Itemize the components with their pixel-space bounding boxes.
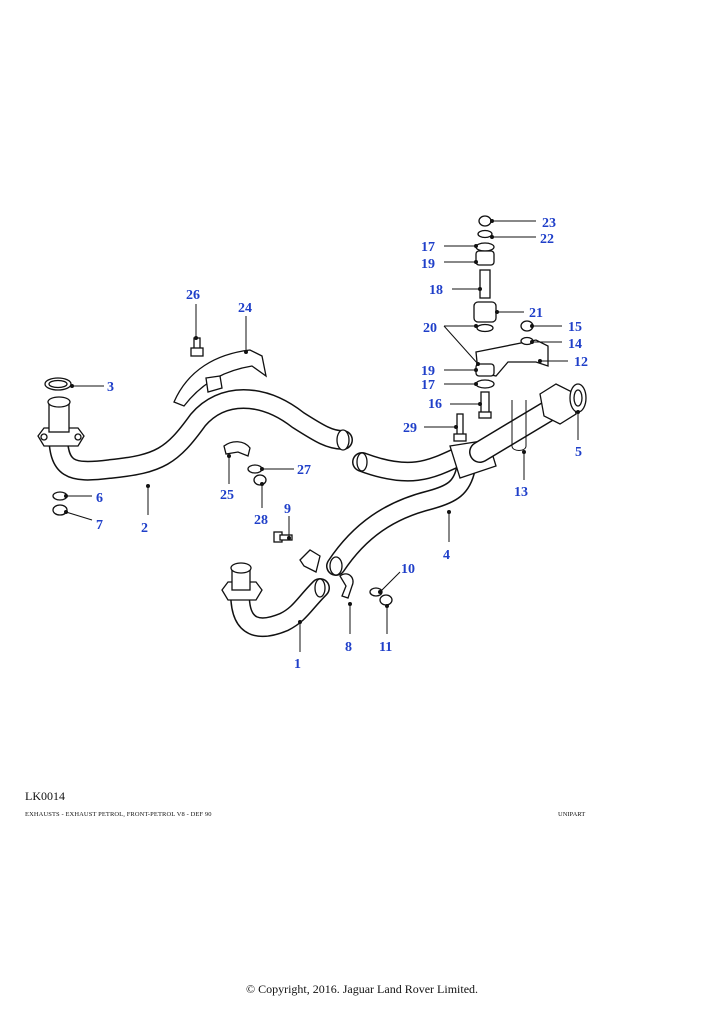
callout-26: 26 <box>186 288 200 303</box>
intermediate-pipe-4 <box>326 399 561 576</box>
callout-22: 22 <box>540 232 554 247</box>
nut-7 <box>52 504 68 516</box>
callout-24: 24 <box>238 301 252 316</box>
callout-17-bottom: 17 <box>421 378 435 393</box>
callout-14: 14 <box>568 337 582 352</box>
bracket-9 <box>273 531 321 573</box>
callout-28: 28 <box>254 513 268 528</box>
callout-9: 9 <box>284 502 291 517</box>
copyright-notice: © Copyright, 2016. Jaguar Land Rover Lim… <box>245 982 479 996</box>
callout-labels: 1 2 3 4 5 6 7 8 9 10 11 12 13 14 15 16 1… <box>96 216 588 672</box>
callout-2: 2 <box>141 521 148 536</box>
diagram-caption: EXHAUSTS - EXHAUST PETROL, FRONT-PETROL … <box>25 811 212 818</box>
callout-19-top: 19 <box>421 257 435 272</box>
washer-20 <box>476 323 494 333</box>
callout-23: 23 <box>542 216 556 231</box>
callout-11: 11 <box>379 640 392 655</box>
callout-29: 29 <box>403 421 417 436</box>
supplier-label: UNIPART <box>558 811 586 818</box>
callout-1: 1 <box>294 657 301 672</box>
callout-18: 18 <box>429 283 443 298</box>
callout-19-bottom: 19 <box>421 364 435 379</box>
washer-17-bottom <box>475 379 495 389</box>
clamp-25 <box>223 441 251 457</box>
callout-20: 20 <box>423 321 437 336</box>
callout-13: 13 <box>514 485 528 500</box>
front-pipe-left <box>37 389 353 481</box>
callout-17-top: 17 <box>421 240 435 255</box>
nut-28 <box>253 474 267 486</box>
washer-27 <box>247 464 263 474</box>
callout-27: 27 <box>297 463 311 478</box>
bolt-29 <box>453 413 467 442</box>
callout-25: 25 <box>220 488 234 503</box>
callout-6: 6 <box>96 491 103 506</box>
callout-8: 8 <box>345 640 352 655</box>
callout-5: 5 <box>575 445 582 460</box>
flange-gasket-5 <box>539 383 587 425</box>
sleeve-18 <box>479 269 491 299</box>
gasket-3 <box>44 377 72 391</box>
callout-7: 7 <box>96 518 103 533</box>
front-pipe-right <box>221 562 330 638</box>
bolt-26 <box>190 337 204 357</box>
callout-10: 10 <box>401 562 415 577</box>
callout-16: 16 <box>428 397 442 412</box>
callout-21: 21 <box>529 306 543 321</box>
nut-23 <box>478 215 492 227</box>
callout-12: 12 <box>574 355 588 370</box>
callout-4: 4 <box>443 548 450 563</box>
leader-lines <box>64 219 580 652</box>
bush-19-top <box>475 250 495 266</box>
callout-3: 3 <box>107 380 114 395</box>
clamp-8 <box>339 573 354 599</box>
u-bolt-13 <box>511 400 527 451</box>
nut-11 <box>379 594 393 606</box>
washer-17-top <box>475 242 495 252</box>
heat-shield-24 <box>173 349 267 407</box>
mount-rubber-21 <box>473 301 497 323</box>
diagram-reference: LK0014 <box>25 789 65 803</box>
callout-15: 15 <box>568 320 582 335</box>
washer-22 <box>477 229 493 239</box>
